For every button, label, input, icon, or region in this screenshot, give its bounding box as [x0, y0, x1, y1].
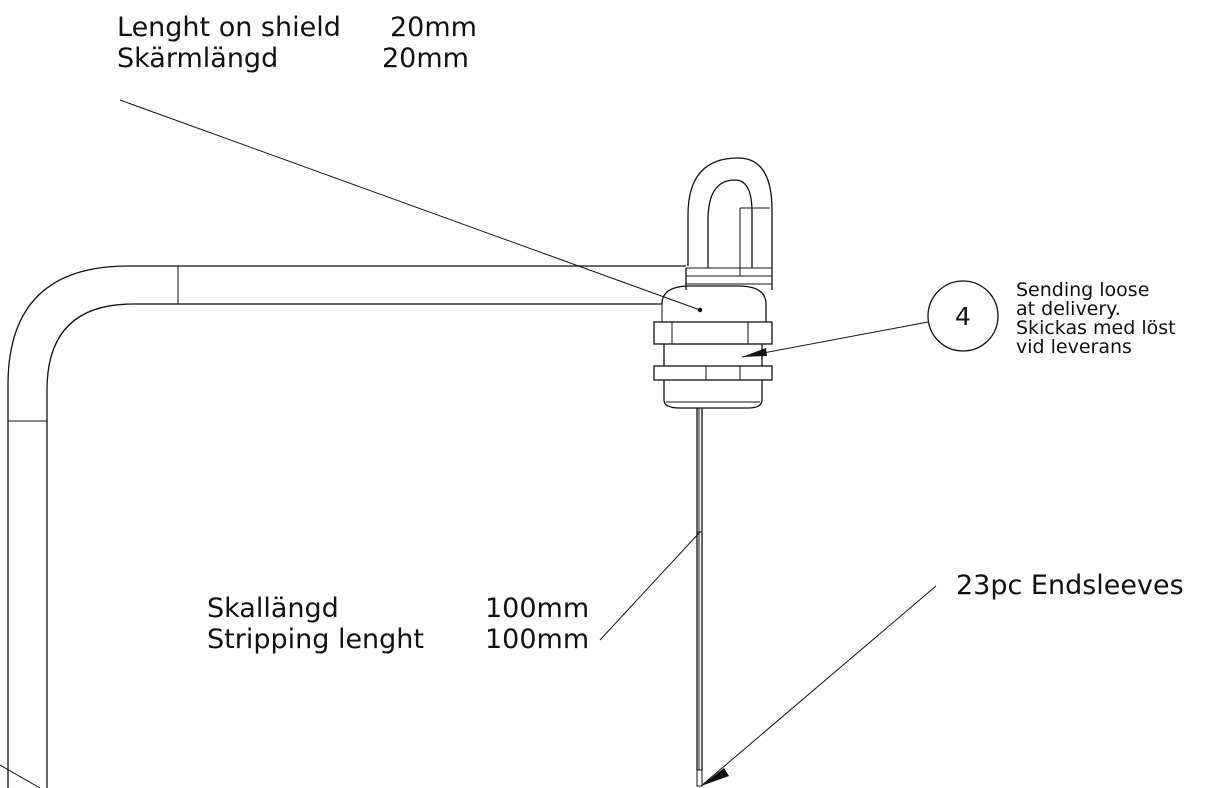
note-sending-loose: Sending loose at delivery. Skickas med l…	[1016, 279, 1176, 358]
leader-lines	[119, 99, 937, 787]
note-strip-sv-label: Skallängd	[207, 593, 339, 624]
note-shield-sv-label: Skärmlängd	[117, 43, 278, 74]
note-strip-sv-value: 100mm	[485, 593, 589, 624]
leader-shield	[119, 99, 701, 311]
note-shield-sv-value: 20mm	[382, 43, 469, 74]
cable-gland	[653, 157, 773, 787]
note-shield-en-label: Lenght on shield	[117, 12, 341, 43]
balloon-number: 4	[955, 302, 971, 331]
arrowhead-endsleeves	[701, 768, 729, 786]
note-strip-en-label: Stripping lenght	[207, 624, 424, 655]
note-loose-line4: vid leverans	[1016, 336, 1132, 358]
note-shield-en-value: 20mm	[390, 12, 477, 43]
note-stripping-length: Skallängd 100mm Stripping lenght 100mm	[207, 593, 589, 655]
item-balloon: 4	[927, 280, 999, 352]
note-shield-length: Lenght on shield 20mm Skärmlängd 20mm	[117, 12, 477, 74]
leader-balloon	[741, 321, 929, 358]
bent-tube	[0, 265, 686, 788]
note-loose-line1: Sending loose	[1016, 279, 1149, 301]
note-endsleeves: 23pc Endsleeves	[956, 570, 1184, 601]
note-loose-line2: at delivery.	[1016, 298, 1121, 320]
note-strip-en-value: 100mm	[485, 624, 589, 655]
leader-stripping	[599, 531, 701, 641]
arrowhead-balloon	[742, 348, 767, 357]
leader-endsleeves	[700, 585, 937, 787]
note-loose-line3: Skickas med löst	[1016, 317, 1176, 339]
